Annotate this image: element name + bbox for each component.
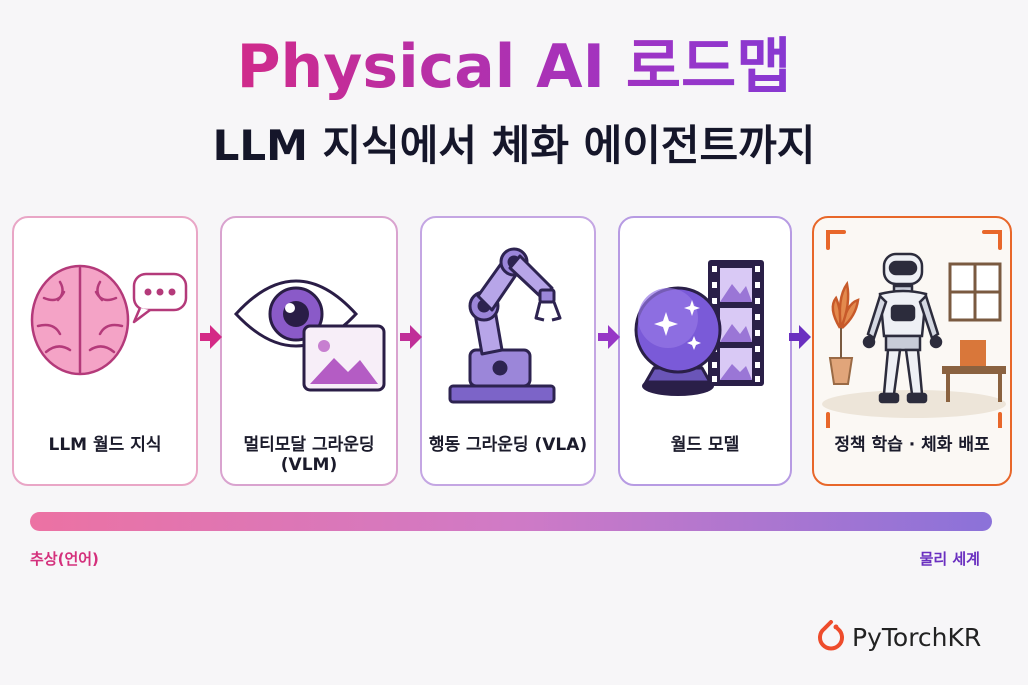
step-card-policy: 정책 학습 · 체화 배포 <box>812 216 1012 486</box>
eye-image-icon <box>233 279 386 392</box>
arrow-right-icon <box>200 325 222 349</box>
arrow-right-icon <box>400 325 422 349</box>
arrow-right-icon <box>598 325 620 349</box>
step-card-vla: 행동 그라운딩 (VLA) <box>420 216 596 486</box>
page-title: Physical AI 로드맵 <box>0 28 1028 106</box>
step-card-llm: LLM 월드 지식 <box>12 216 198 486</box>
page-subtitle: LLM 지식에서 체화 에이전트까지 <box>212 121 816 170</box>
crystal-ball-film-icon <box>634 260 764 396</box>
scale-label-abstract: 추상(언어) <box>30 550 99 568</box>
brand-logo: PyTorchKR <box>816 620 981 654</box>
pytorch-flame-icon <box>818 620 844 651</box>
brand-name: PyTorchKR <box>852 622 982 652</box>
arrow-right-icon <box>789 325 811 349</box>
step-card-world-model: 월드 모델 <box>618 216 792 486</box>
humanoid-robot-icon <box>822 230 1006 428</box>
step-label: LLM 월드 지식 <box>48 435 162 455</box>
step-label: 월드 모델 <box>670 435 740 455</box>
brain-chat-icon <box>30 264 188 376</box>
step-card-vlm: 멀티모달 그라운딩 (VLM) <box>220 216 398 486</box>
robot-arm-icon <box>448 247 562 404</box>
step-label: 정책 학습 · 체화 배포 <box>834 435 990 455</box>
abstraction-gradient-bar <box>30 512 992 531</box>
step-label: 행동 그라운딩 (VLA) <box>428 435 588 455</box>
scale-label-physical: 물리 세계 <box>919 550 980 568</box>
step-label: 멀티모달 그라운딩 (VLM) <box>243 435 375 475</box>
